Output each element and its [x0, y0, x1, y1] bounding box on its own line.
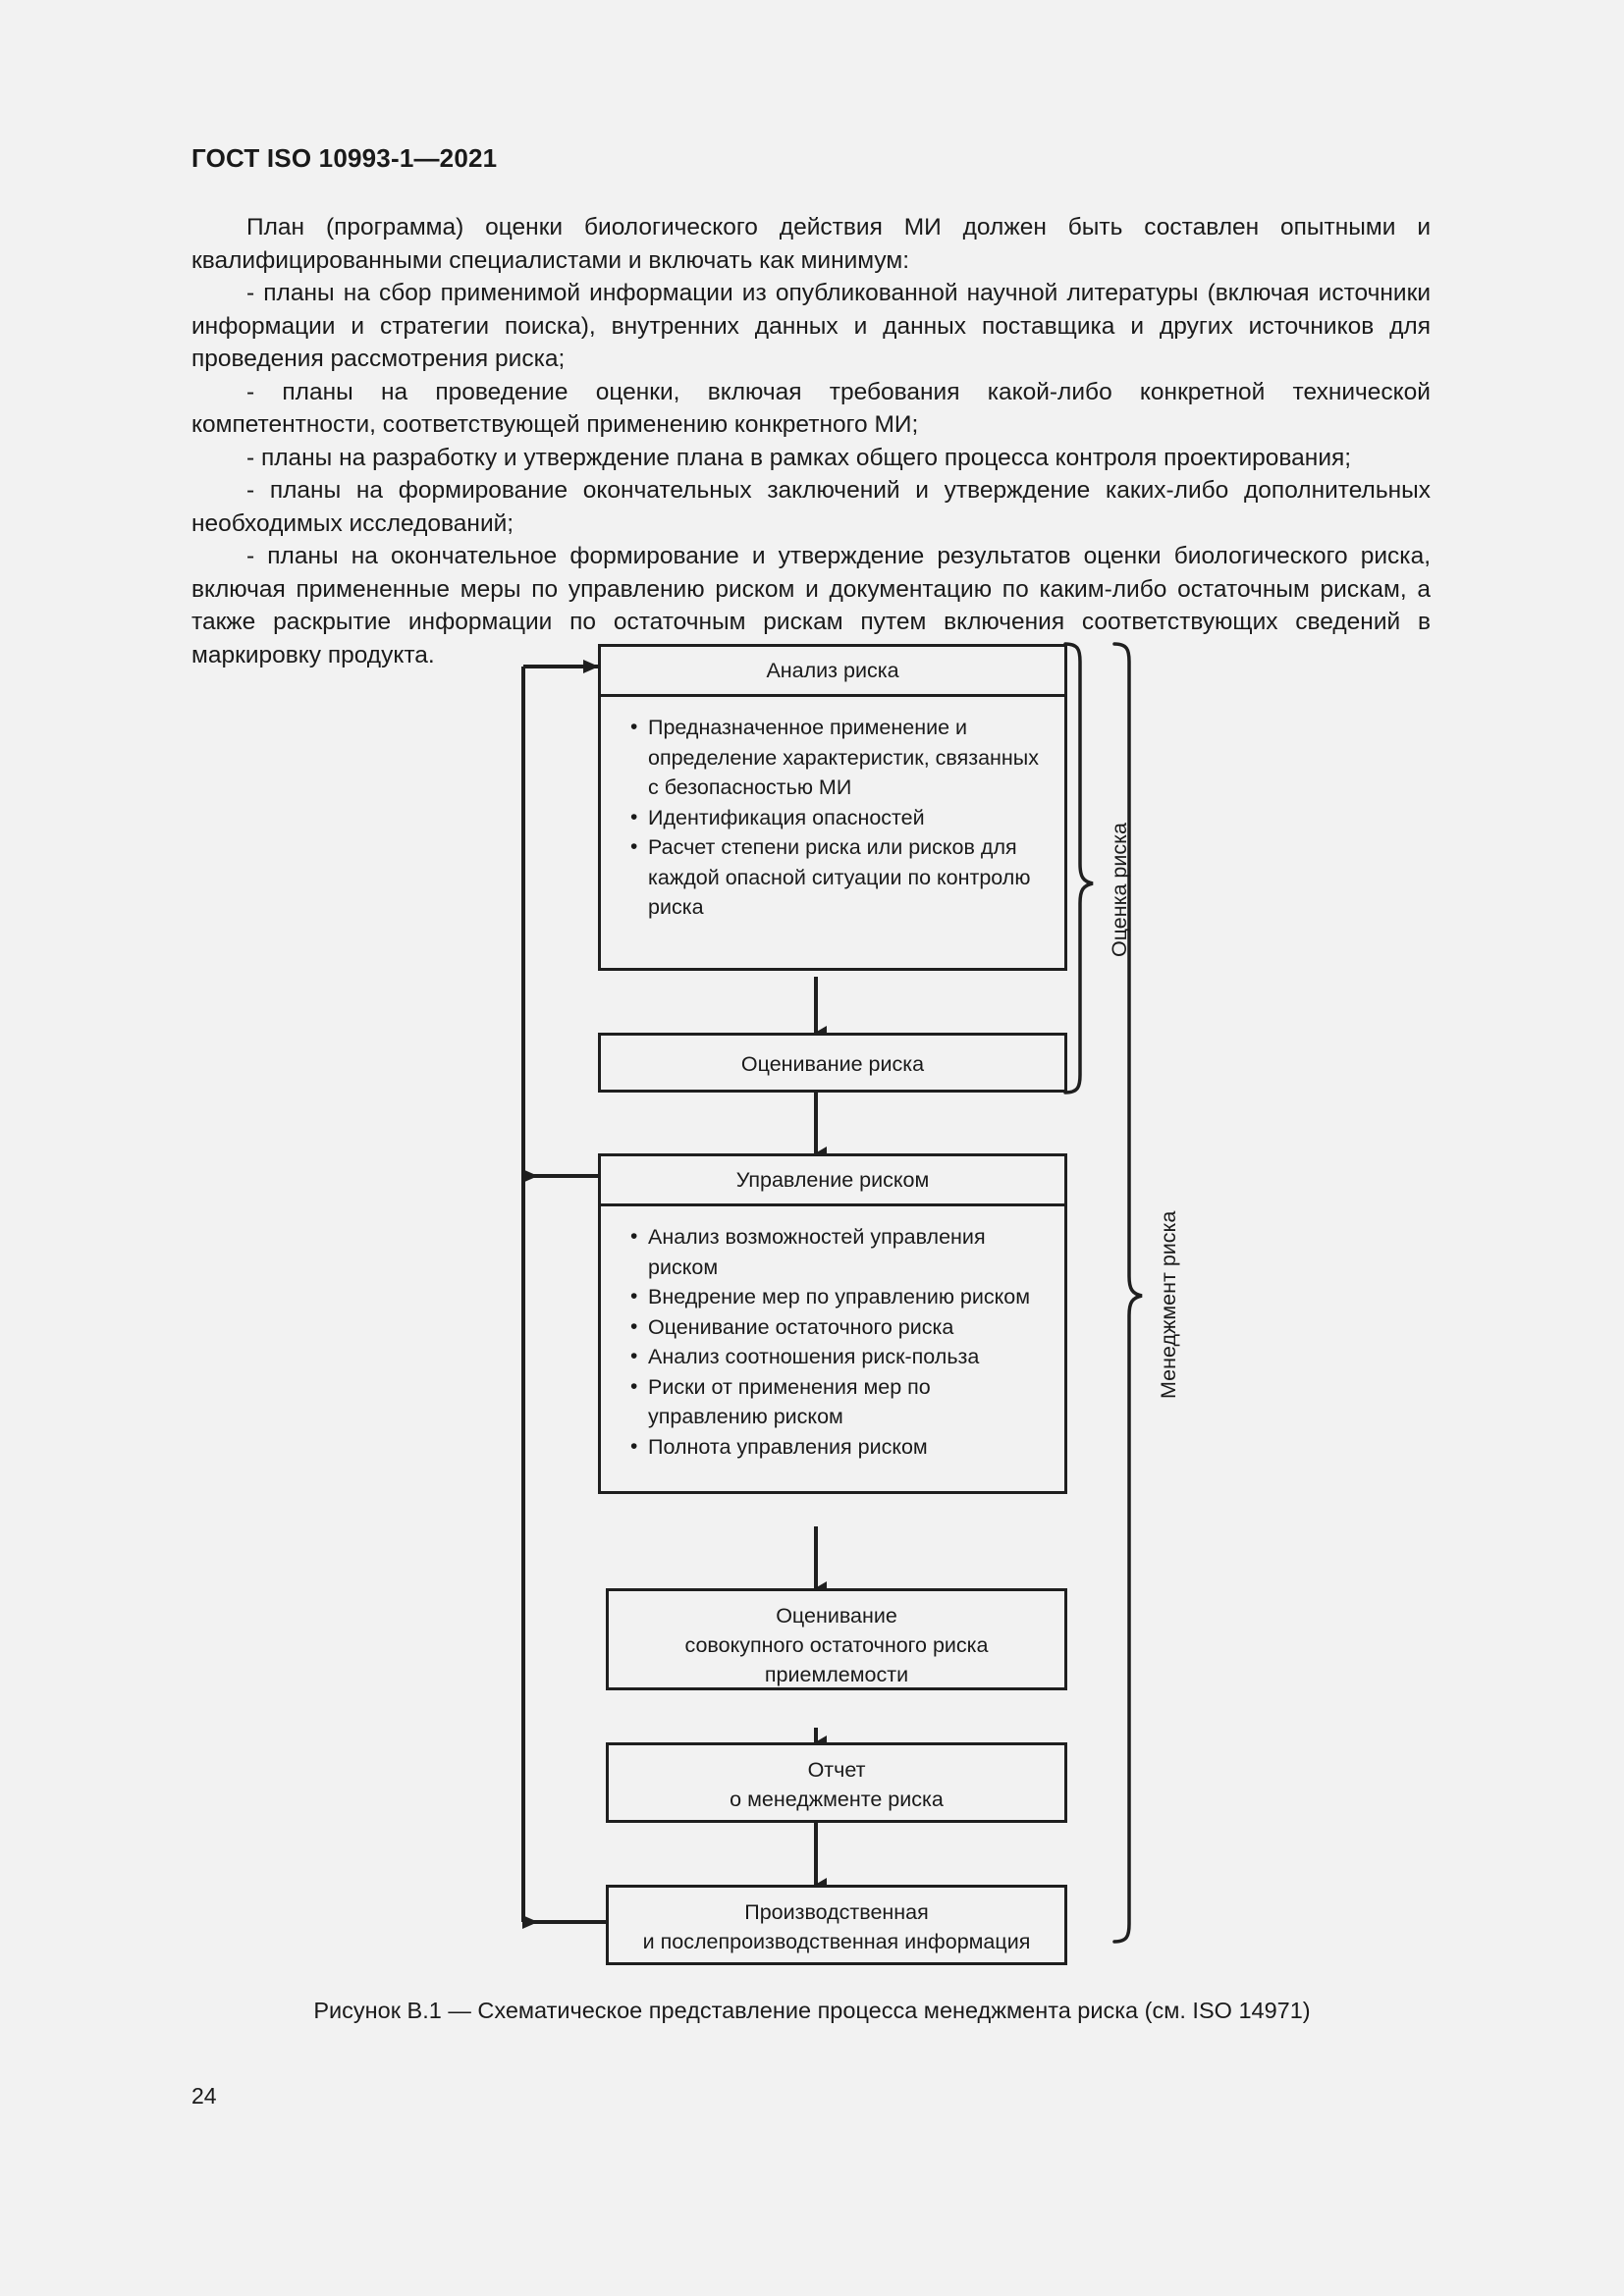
node-risk-control-items: Анализ возможностей управления риском Вн… — [601, 1206, 1064, 1477]
node-risk-evaluation: Оценивание риска — [598, 1033, 1067, 1093]
node-risk-management-report-line-2: о менеджменте риска — [730, 1788, 944, 1811]
node-production-information-line-1: Производственная — [744, 1900, 929, 1924]
node-overall-residual-risk: Оценивание совокупного остаточного риска… — [606, 1588, 1067, 1690]
bracket-risk-management — [1112, 642, 1143, 1944]
figure-caption: Рисунок В.1 — Схематическое представлени… — [313, 1998, 1311, 2023]
body-paragraph-2: - планы на сбор применимой информации из… — [191, 280, 1431, 372]
list-item: Полнота управления риском — [630, 1432, 1043, 1463]
node-risk-analysis: Анализ риска Предназначенное применение … — [598, 644, 1067, 971]
list-item: Анализ соотношения риск-польза — [630, 1342, 1043, 1372]
list-item: Анализ возможностей управления риском — [630, 1222, 1043, 1282]
node-production-information-line-2: и послепроизводственная информация — [642, 1930, 1031, 1953]
body-paragraph-5: - планы на формирование окончательных за… — [191, 477, 1431, 537]
body-paragraph-4: - планы на разработку и утверждение план… — [246, 444, 1352, 471]
list-item: Предназначенное применение и определение… — [630, 713, 1043, 803]
node-overall-residual-risk-line-2: совокупного остаточного риска — [684, 1633, 989, 1657]
body-paragraph-1: План (программа) оценки биологического д… — [191, 214, 1431, 274]
node-risk-analysis-items: Предназначенное применение и определение… — [601, 697, 1064, 938]
node-risk-management-report-line-1: Отчет — [807, 1758, 866, 1782]
node-risk-control: Управление риском Анализ возможностей уп… — [598, 1153, 1067, 1494]
node-risk-control-title: Управление риском — [601, 1156, 1064, 1206]
node-production-information: Производственная и послепроизводственная… — [606, 1885, 1067, 1965]
list-item: Идентификация опасностей — [630, 803, 1043, 833]
body-paragraph-3: - планы на проведение оценки, включая тр… — [191, 378, 1431, 439]
body-paragraph-6: - планы на окончательное формирование и … — [191, 543, 1431, 668]
node-risk-evaluation-title: Оценивание риска — [740, 1052, 925, 1076]
body-text-block: План (программа) оценки биологического д… — [191, 211, 1431, 671]
list-item: Риски от применения мер по управлению ри… — [630, 1372, 1043, 1432]
bracket-label-risk-assessment: Оценка риска — [1108, 823, 1131, 957]
node-overall-residual-risk-line-1: Оценивание — [776, 1604, 897, 1628]
bracket-label-risk-management: Менеджмент риска — [1157, 1210, 1180, 1399]
node-overall-residual-risk-line-3: приемлемости — [764, 1663, 909, 1686]
page-number: 24 — [191, 2083, 217, 2109]
list-item: Расчет степени риска или рисков для кажд… — [630, 832, 1043, 923]
node-risk-management-report: Отчет о менеджменте риска — [606, 1742, 1067, 1823]
document-header-standard-id: ГОСТ ISO 10993-1—2021 — [191, 143, 498, 173]
list-item: Оценивание остаточного риска — [630, 1312, 1043, 1343]
bracket-risk-assessment — [1063, 642, 1094, 1095]
list-item: Внедрение мер по управлению риском — [630, 1282, 1043, 1312]
